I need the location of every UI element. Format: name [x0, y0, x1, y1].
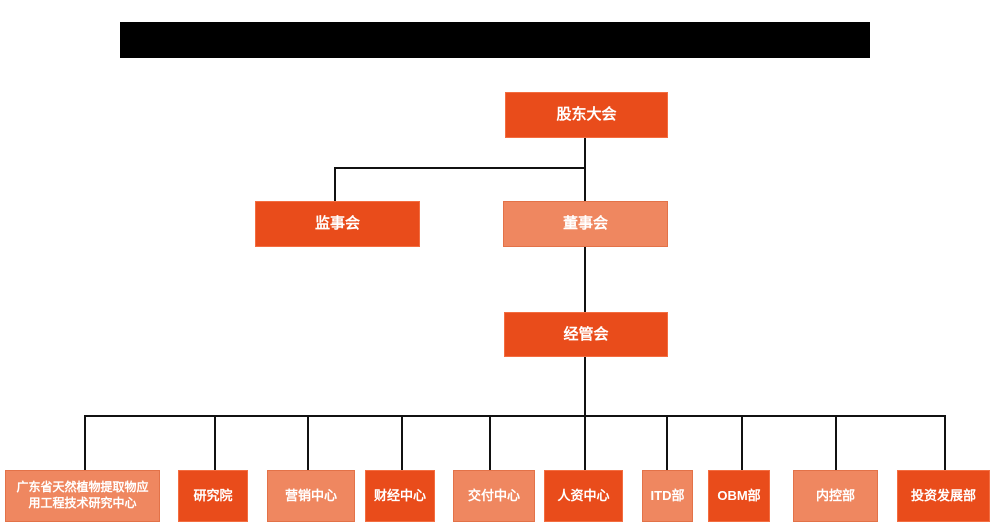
org-node-dept-obm: OBM部: [708, 470, 770, 522]
connector-to-supervisors: [334, 167, 336, 201]
connector-drop-hr-center: [584, 415, 586, 470]
connector-drop-obm: [741, 415, 743, 470]
org-node-shareholders-meeting: 股东大会: [505, 92, 668, 138]
org-node-dept-finance-center: 财经中心: [365, 470, 435, 522]
org-node-dept-hr-center: 人资中心: [544, 470, 623, 522]
org-node-board-of-directors: 董事会: [503, 201, 668, 247]
connector-drop-itd: [666, 415, 668, 470]
connector-management-down: [584, 357, 586, 417]
connector-drop-internal-control: [835, 415, 837, 470]
org-node-dept-itd: ITD部: [642, 470, 693, 522]
org-node-supervisory-board: 监事会: [255, 201, 420, 247]
connector-drop-investment-development: [944, 415, 946, 470]
org-node-management-committee: 经管会: [504, 312, 668, 357]
connector-drop-marketing-center: [307, 415, 309, 470]
connector-drop-research-institute: [214, 415, 216, 470]
connector-drop-delivery-center: [489, 415, 491, 470]
connector-branch-horizontal: [334, 167, 586, 169]
org-node-dept-guangdong-research-center: 广东省天然植物提取物应 用工程技术研究中心: [5, 470, 160, 522]
connector-directors-to-management: [584, 247, 586, 312]
org-node-dept-delivery-center: 交付中心: [453, 470, 535, 522]
connector-drop-guangdong-center: [84, 415, 86, 470]
connector-drop-finance-center: [401, 415, 403, 470]
org-node-dept-investment-development: 投资发展部: [897, 470, 990, 522]
org-node-dept-marketing-center: 营销中心: [267, 470, 355, 522]
dept-label-line1: 广东省天然植物提取物应: [16, 480, 149, 495]
dept-label-line2: 用工程技术研究中心: [28, 496, 137, 510]
connector-shareholders-down: [584, 137, 586, 169]
connector-departments-bus: [84, 415, 946, 417]
org-node-dept-research-institute: 研究院: [178, 470, 248, 522]
redacted-title-bar: [120, 22, 870, 58]
connector-to-directors: [584, 167, 586, 201]
org-node-dept-internal-control: 内控部: [793, 470, 878, 522]
